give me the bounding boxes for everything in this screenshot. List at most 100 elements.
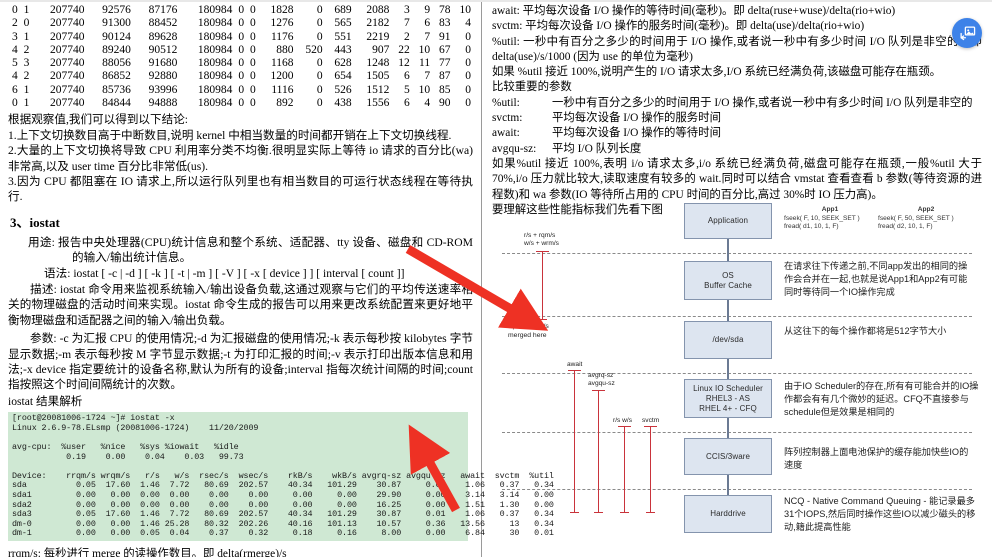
box-label-ccis-3ware: CCIS/3ware xyxy=(705,451,751,461)
vmstat-cell: 67 xyxy=(439,43,451,56)
merged-note-line-2: merged here xyxy=(508,331,547,339)
vmstat-cell: 0 xyxy=(238,4,245,16)
vmstat-cell: 87 xyxy=(439,70,451,83)
diagram-app-note-app1: App1 fseek( F, 10, SEEK_SET ) fread( d1,… xyxy=(784,206,876,232)
diagram-box-application: Application xyxy=(684,203,772,239)
dash-line-3 xyxy=(502,373,972,374)
app2-line-1: fseek( F, 50, SEEK_SET ) xyxy=(878,214,954,222)
vmstat-cell: 0 xyxy=(238,30,245,43)
vmstat-cell: 0 xyxy=(238,70,245,83)
terminal-device-header: Device: rrqm/s wrqm/s r/s w/s rsec/s wse… xyxy=(12,470,554,481)
metric-cap-avgrq-bottom xyxy=(594,512,603,514)
key-parameter-desc: 平均每次设备 I/O 操作的等待时间 xyxy=(552,127,721,140)
vmstat-cell: 1176 xyxy=(270,30,294,43)
metric-cap-svctm-bottom xyxy=(646,512,655,514)
vmstat-cell: 90 xyxy=(439,97,451,110)
vmstat-cell: 3 xyxy=(404,4,410,16)
terminal-cpu-header: avg-cpu: %user %nice %sys %iowait %idle xyxy=(12,442,239,453)
vmstat-cell: 87176 xyxy=(148,4,178,16)
vmstat-cell: 2182 xyxy=(366,17,390,30)
diagram-box-harddrive: Harddrive xyxy=(684,495,772,533)
vmstat-cell: 0 xyxy=(465,30,471,43)
vmstat-cell: 1168 xyxy=(270,57,294,70)
vmstat-cell: 180984 xyxy=(197,83,233,96)
vmstat-cell: 520 xyxy=(305,43,323,56)
vmstat-cell: 1 xyxy=(23,4,30,16)
vmstat-cell: 4 xyxy=(11,70,18,83)
right-column: await: 平均每次设备 I/O 操作的等待时间(毫秒)。即 delta(ru… xyxy=(482,2,992,557)
key-parameter-desc: 平均 I/O 队列长度 xyxy=(552,142,642,155)
metric-label-avgrq: avgrq-sz avgqu-sz xyxy=(588,372,615,389)
vmstat-cell: 78 xyxy=(439,4,451,16)
vmstat-cell: 85 xyxy=(439,83,451,96)
vmstat-cell: 4 xyxy=(424,97,431,110)
connector-ccis-hdd xyxy=(727,474,729,496)
metric-label-rqm-line-1: r/s + rqm/s xyxy=(524,232,556,239)
vmstat-cell: 1 xyxy=(23,30,30,43)
app1-title: App1 xyxy=(821,206,839,213)
terminal-version-line: Linux 2.6.9-78.ELsmp (20081006-1724) 11/… xyxy=(12,422,259,433)
vmstat-cell: 0 xyxy=(316,83,323,96)
usage-label: 用途: xyxy=(28,235,55,249)
diagram-note-buffer-cache: 在请求往下传递之前,不同app发出的相同的操作会合并在一起,也就是说App1和A… xyxy=(784,261,968,297)
vmstat-cell: 94888 xyxy=(148,97,178,110)
vmstat-cell: 0 xyxy=(250,17,256,30)
metric-cap-await-top xyxy=(568,370,581,372)
vmstat-cell: 180984 xyxy=(197,97,233,110)
vmstat-cell: 0 xyxy=(316,17,323,30)
vmstat-cell: 3 xyxy=(23,57,30,70)
box-label-harddrive: Harddrive xyxy=(710,509,746,518)
vmstat-cell: 4 xyxy=(465,17,471,30)
iostat-description: 描述: iostat 命令用来监视系统输入/输出设备负载,这通过观察与它们的平均… xyxy=(8,282,473,328)
vmstat-cell: 77 xyxy=(439,57,451,70)
metric-cap-rs-ws-bottom xyxy=(620,512,629,514)
vmstat-cell: 628 xyxy=(334,57,352,70)
vmstat-cell: 207740 xyxy=(49,57,85,70)
metric-definitions: rrqm/s: 每秒进行 merge 的读操作数目。即 delta(rmerge… xyxy=(8,547,473,557)
vmstat-cell: 0 xyxy=(238,57,245,70)
metric-label-svctm: svctm xyxy=(642,417,659,425)
vmstat-cell: 0 xyxy=(238,17,245,30)
vmstat-cell: 1 xyxy=(23,83,30,96)
metric-line-svctm xyxy=(650,426,652,513)
vmstat-cell: 91680 xyxy=(148,57,178,70)
param-text: -c 为汇报 CPU 的使用情况;-d 为汇报磁盘的使用情况;-k 表示每秒按 … xyxy=(8,332,473,392)
dash-line-2 xyxy=(502,316,972,317)
vmstat-cell: 90512 xyxy=(148,43,178,56)
metric-line-avgrq xyxy=(598,390,600,513)
vmstat-cell: 0 xyxy=(250,30,256,43)
vmstat-cell: 6 xyxy=(424,17,431,30)
diagram-note-block-size: 从这往下的每个操作都将是512字节大小 xyxy=(784,326,947,336)
metric-label-avgrq-line-2: avgqu-sz xyxy=(588,380,615,388)
app1-line-2: fread( d1, 10, 1, F) xyxy=(784,223,839,231)
see-figure-text: 要理解这些性能指标我们先看下图 xyxy=(492,203,663,216)
vmstat-cell: 1505 xyxy=(366,70,390,83)
key-parameter-name: %util: xyxy=(492,96,520,109)
vmstat-cell: 180984 xyxy=(197,43,233,56)
connector-app-os xyxy=(727,238,729,261)
util-summary: 如果%util 接近 100%,表明 i/o 请求太多,i/o 系统已经满负荷,… xyxy=(492,157,982,201)
iostat-terminal-output: [root@20081006-1724 ~]# iostat -x Linux … xyxy=(8,412,554,541)
diagram-note-io-scheduler: 由于IO Scheduler的存在,所有有可能合并的IO操作都会有有几个微妙的延… xyxy=(784,381,979,417)
vmstat-cell: 7 xyxy=(404,17,410,30)
vmstat-cell: 526 xyxy=(334,83,352,96)
vmstat-cell: 2 xyxy=(404,30,410,43)
app2-line-2: fread( d2, 10, 1, F) xyxy=(878,223,933,231)
vmstat-cell: 1512 xyxy=(366,83,390,96)
vmstat-cell: 443 xyxy=(334,43,352,56)
save-image-button[interactable] xyxy=(952,18,982,48)
vmstat-cell: 0 xyxy=(250,70,256,83)
vmstat-cell: 12 xyxy=(398,57,410,70)
metric-label-rs-ws-line-1: r/s w/s xyxy=(613,417,633,424)
metric-line-await xyxy=(574,370,576,513)
vmstat-cell: 207740 xyxy=(49,30,85,43)
vmstat-cell: 93996 xyxy=(148,83,178,96)
vmstat-cell: 11 xyxy=(419,57,431,70)
vmstat-cell: 89628 xyxy=(148,30,178,43)
